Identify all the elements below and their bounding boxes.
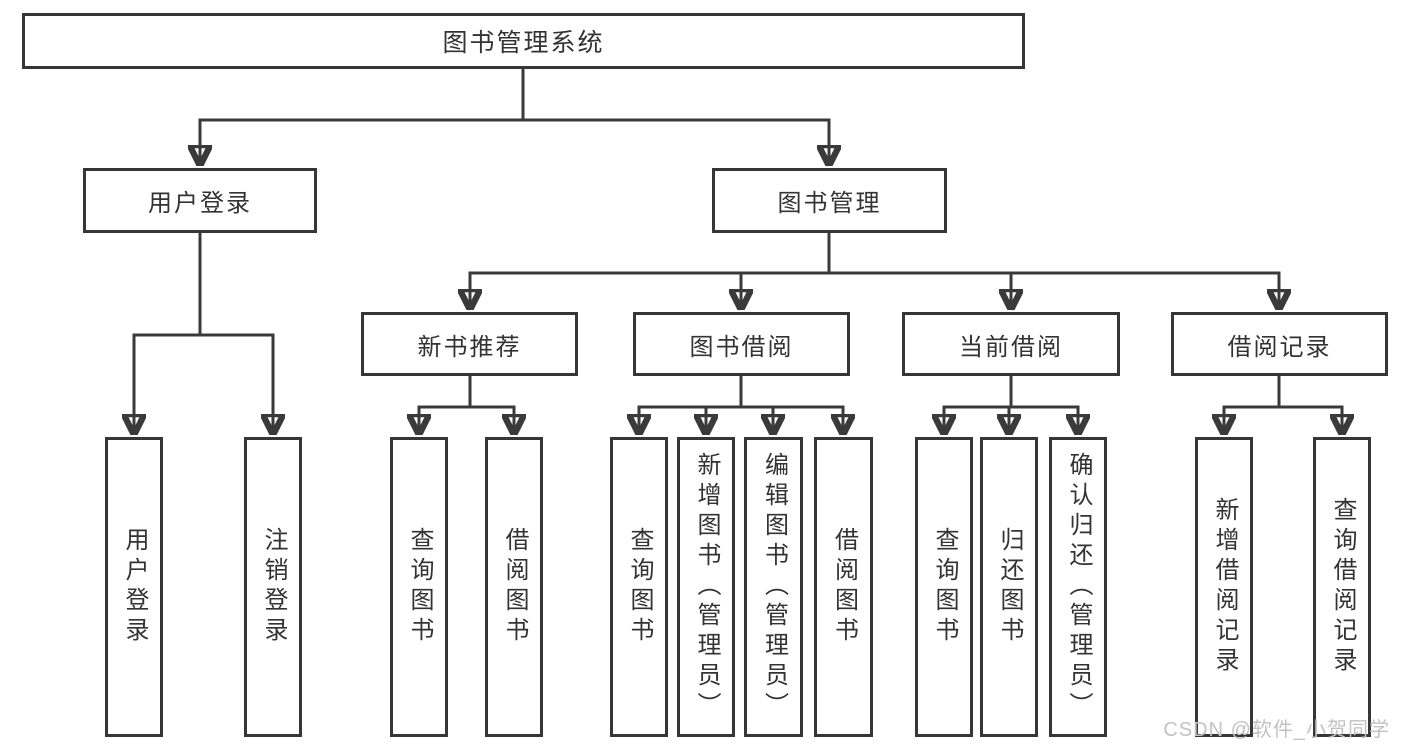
leaf-user-login: 用户登录	[105, 437, 163, 737]
connector	[741, 271, 829, 308]
connector	[200, 68, 525, 164]
node-label: 查询图书	[626, 527, 653, 647]
connector	[419, 376, 472, 433]
connector	[1224, 376, 1281, 433]
node-label: 用户登录	[148, 190, 252, 217]
node-label: 用户登录	[121, 527, 148, 647]
node-book-management: 图书管理	[712, 168, 947, 233]
node-borrowing-records: 借阅记录	[1171, 312, 1388, 376]
node-label: 新书推荐	[417, 333, 522, 361]
node-root-library-system: 图书管理系统	[22, 13, 1025, 69]
node-label: 图书管理系统	[442, 29, 605, 57]
leaf-logout: 注销登录	[244, 437, 302, 737]
connector	[829, 271, 1011, 308]
connector	[706, 405, 741, 433]
node-label: 新增借阅记录	[1211, 497, 1238, 677]
node-label: 当前借阅	[959, 333, 1063, 361]
node-new-book-recommend: 新书推荐	[361, 312, 578, 376]
leaf-borrowing-query-books: 查询图书	[610, 437, 668, 737]
node-label: 查询借阅记录	[1329, 497, 1356, 677]
leaf-recommend-borrow-books: 借阅图书	[485, 437, 543, 737]
node-user-login: 用户登录	[83, 168, 317, 233]
connector	[944, 376, 1013, 433]
connector	[1279, 405, 1342, 433]
connector	[523, 118, 829, 164]
connector	[741, 405, 773, 433]
node-label: 编辑图书（管理员）	[760, 452, 788, 722]
leaf-confirm-return-admin: 确认归还（管理员）	[1049, 437, 1107, 737]
connector	[470, 232, 831, 308]
connector	[134, 232, 202, 433]
node-label: 查询图书	[406, 527, 433, 647]
node-label: 确认归还（管理员）	[1065, 452, 1092, 722]
node-label: 借阅图书	[830, 527, 858, 647]
leaf-return-books: 归还图书	[980, 437, 1038, 737]
node-current-borrowing: 当前借阅	[902, 312, 1120, 376]
node-label: 新增图书（管理员）	[693, 452, 720, 722]
connector	[1009, 376, 1078, 433]
leaf-add-borrow-record: 新增借阅记录	[1195, 437, 1253, 737]
node-label: 图书借阅	[689, 333, 794, 361]
node-label: 图书管理	[777, 190, 882, 217]
leaf-borrow-books: 借阅图书	[814, 437, 873, 737]
connector	[470, 405, 514, 433]
connector	[829, 271, 1279, 308]
node-label: 查询图书	[931, 527, 958, 647]
leaf-query-borrow-record: 查询借阅记录	[1313, 437, 1371, 737]
node-label: 注销登录	[260, 527, 287, 647]
connector	[741, 405, 843, 433]
node-label: 归还图书	[996, 527, 1023, 647]
leaf-current-query-books: 查询图书	[915, 437, 973, 737]
leaf-recommend-query-books: 查询图书	[390, 437, 448, 737]
node-label: 借阅记录	[1227, 333, 1332, 361]
leaf-add-books-admin: 新增图书（管理员）	[677, 437, 735, 737]
connector	[639, 376, 743, 433]
node-label: 借阅图书	[501, 527, 528, 647]
node-book-borrowing: 图书借阅	[633, 312, 850, 376]
connector	[200, 333, 273, 433]
csdn-watermark: CSDN @软件_小贺同学	[1163, 719, 1390, 741]
leaf-edit-books-admin: 编辑图书（管理员）	[744, 437, 803, 737]
